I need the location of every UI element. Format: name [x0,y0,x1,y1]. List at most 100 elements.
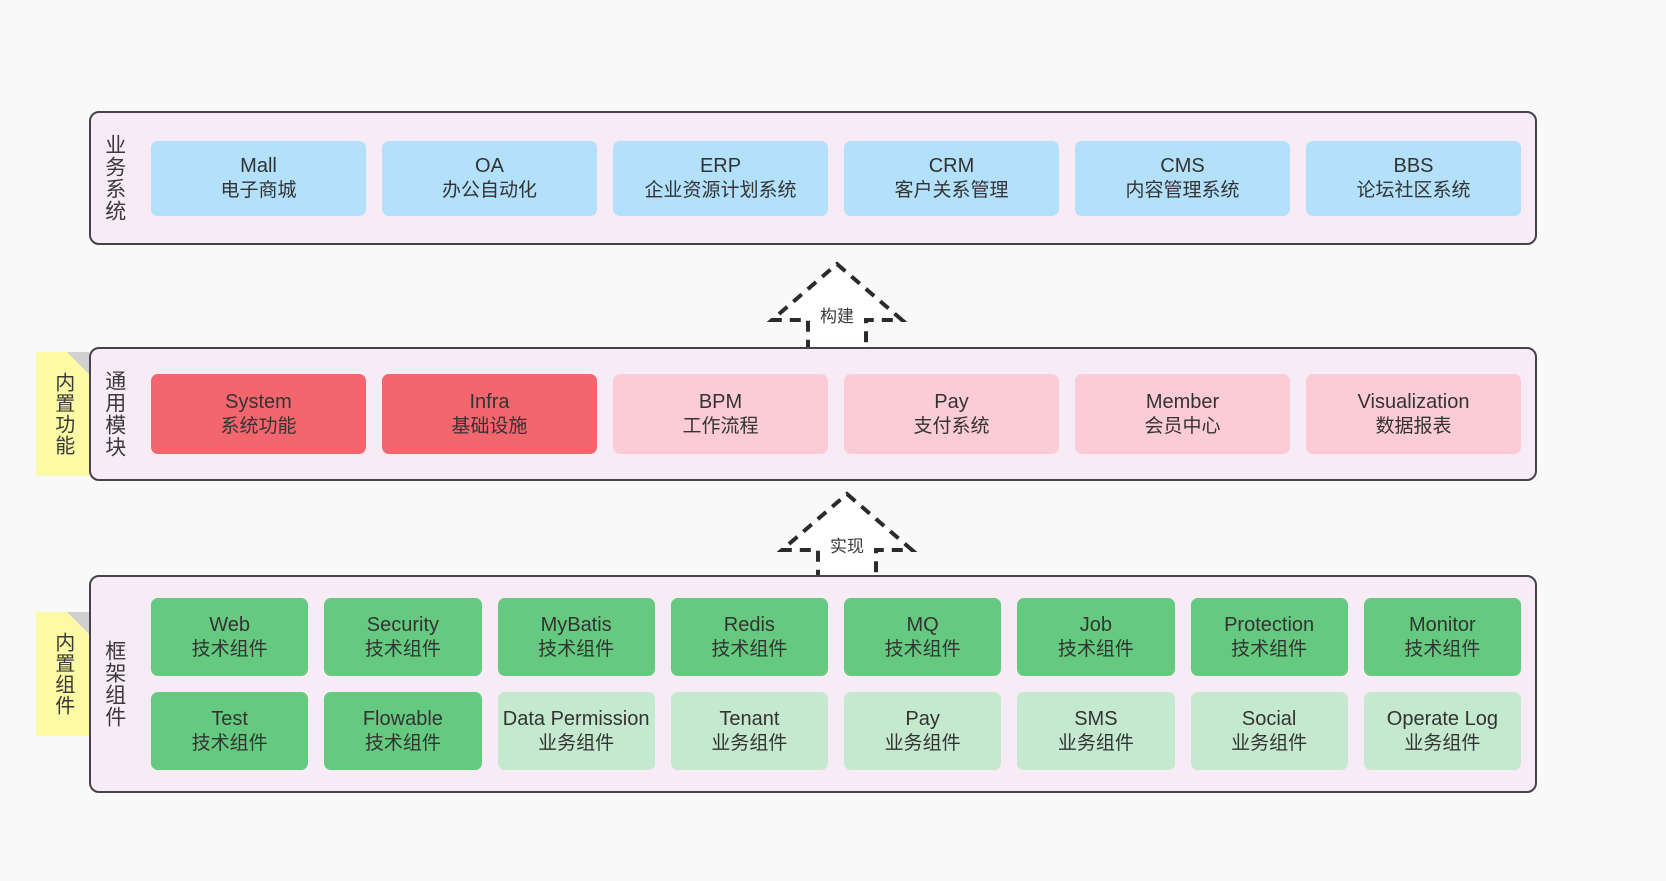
card-subtitle: 技术组件 [1404,638,1481,660]
note-built-in-components: 内置组件 [36,612,89,736]
card-row: System 系统功能 Infra 基础设施 BPM 工作流程 Pay 支付系统… [151,374,1521,454]
card-title: Mall [240,154,277,177]
card-pay[interactable]: Pay 支付系统 [844,374,1059,454]
card-oa[interactable]: OA 办公自动化 [382,140,597,216]
note-label: 内置功能 [51,372,74,456]
note-fold-corner-icon [67,352,89,374]
card-cms[interactable]: CMS 内容管理系统 [1075,140,1290,216]
layer-body-business: Mall 电子商城 OA 办公自动化 ERP 企业资源计划系统 CRM 客户关系… [137,113,1535,243]
card-subtitle: 系统功能 [220,415,297,437]
card-title: Monitor [1409,613,1476,636]
arrow-label-build: 构建 [820,307,854,326]
card-subtitle: 基础设施 [451,415,528,437]
card-infra[interactable]: Infra 基础设施 [382,374,597,454]
card-subtitle: 技术组件 [364,732,441,754]
card-subtitle: 业务组件 [1231,732,1308,754]
card-erp[interactable]: ERP 企业资源计划系统 [613,140,828,216]
card-bbs[interactable]: BBS 论坛社区系统 [1306,140,1521,216]
card-subtitle: 办公自动化 [441,179,537,201]
arrow-realize: 实现 [772,488,922,583]
card-row: Test 技术组件 Flowable 技术组件 Data Permission … [151,692,1521,770]
note-fold-corner-icon [67,612,89,634]
card-title: CRM [928,154,975,177]
card-title: Pay [905,707,940,730]
card-title: BPM [698,390,743,413]
card-title: Tenant [719,707,780,730]
layer-title-business: 业务系统 [102,134,126,222]
layer-business-system: 业务系统 Mall 电子商城 OA 办公自动化 ERP 企业资源计划系统 CRM… [89,111,1537,245]
card-title: MyBatis [540,613,612,636]
card-subtitle: 内容管理系统 [1125,179,1240,201]
card-data-permission[interactable]: Data Permission 业务组件 [497,692,655,770]
layer-framework-component: 框架组件 Web 技术组件 Security 技术组件 MyBatis 技术组件… [89,575,1537,793]
card-mq[interactable]: MQ 技术组件 [844,598,1002,676]
card-title: Data Permission [502,707,650,730]
layer-title-common: 通用模块 [102,370,126,458]
card-subtitle: 技术组件 [711,638,788,660]
card-subtitle: 数据报表 [1375,415,1452,437]
card-crm[interactable]: CRM 客户关系管理 [844,140,1059,216]
card-subtitle: 业务组件 [1404,732,1481,754]
card-operate-log[interactable]: Operate Log 业务组件 [1363,692,1521,770]
card-title: SMS [1074,707,1118,730]
card-subtitle: 技术组件 [191,732,268,754]
arrow-build: 构建 [762,258,912,353]
card-title: Visualization [1357,390,1470,413]
card-bpm[interactable]: BPM 工作流程 [613,374,828,454]
card-title: CMS [1160,154,1205,177]
note-built-in-features: 内置功能 [36,352,89,476]
card-title: Test [211,707,248,730]
card-subtitle: 业务组件 [1057,732,1134,754]
card-title: Job [1079,613,1112,636]
card-subtitle: 业务组件 [884,732,961,754]
card-title: Operate Log [1386,707,1498,730]
card-subtitle: 技术组件 [1231,638,1308,660]
card-title: ERP [699,154,742,177]
card-title: OA [475,154,504,177]
card-mybatis[interactable]: MyBatis 技术组件 [497,598,655,676]
card-row: Mall 电子商城 OA 办公自动化 ERP 企业资源计划系统 CRM 客户关系… [151,140,1521,216]
card-security[interactable]: Security 技术组件 [324,598,482,676]
card-subtitle: 企业资源计划系统 [644,179,797,201]
layer-title-framework: 框架组件 [102,640,126,728]
card-subtitle: 工作流程 [682,415,759,437]
card-title: Flowable [362,707,443,730]
arrow-label-realize: 实现 [830,537,864,556]
layer-common-module: 通用模块 System 系统功能 Infra 基础设施 BPM 工作流程 Pay… [89,347,1537,481]
card-mall[interactable]: Mall 电子商城 [151,140,366,216]
layer-body-framework: Web 技术组件 Security 技术组件 MyBatis 技术组件 Redi… [137,577,1535,791]
card-title: Protection [1224,613,1315,636]
card-title: BBS [1393,154,1434,177]
card-tenant[interactable]: Tenant 业务组件 [670,692,828,770]
card-flowable[interactable]: Flowable 技术组件 [324,692,482,770]
card-title: Social [1241,707,1297,730]
layer-body-common: System 系统功能 Infra 基础设施 BPM 工作流程 Pay 支付系统… [137,349,1535,479]
card-row: Web 技术组件 Security 技术组件 MyBatis 技术组件 Redi… [151,598,1521,676]
card-sms[interactable]: SMS 业务组件 [1017,692,1175,770]
card-title: Infra [469,390,510,413]
card-title: Redis [723,613,775,636]
card-job[interactable]: Job 技术组件 [1017,598,1175,676]
card-title: MQ [906,613,939,636]
card-subtitle: 客户关系管理 [894,179,1009,201]
card-redis[interactable]: Redis 技术组件 [670,598,828,676]
card-test[interactable]: Test 技术组件 [151,692,309,770]
card-system[interactable]: System 系统功能 [151,374,366,454]
card-monitor[interactable]: Monitor 技术组件 [1363,598,1521,676]
card-subtitle: 业务组件 [711,732,788,754]
card-visualization[interactable]: Visualization 数据报表 [1306,374,1521,454]
card-web[interactable]: Web 技术组件 [151,598,309,676]
card-subtitle: 业务组件 [538,732,615,754]
card-pay-business[interactable]: Pay 业务组件 [844,692,1002,770]
card-subtitle: 技术组件 [538,638,615,660]
card-protection[interactable]: Protection 技术组件 [1190,598,1348,676]
card-member[interactable]: Member 会员中心 [1075,374,1290,454]
card-subtitle: 电子商城 [220,179,297,201]
card-title: Security [366,613,439,636]
card-social[interactable]: Social 业务组件 [1190,692,1348,770]
card-subtitle: 会员中心 [1144,415,1221,437]
card-subtitle: 技术组件 [191,638,268,660]
card-subtitle: 技术组件 [1057,638,1134,660]
card-subtitle: 技术组件 [364,638,441,660]
